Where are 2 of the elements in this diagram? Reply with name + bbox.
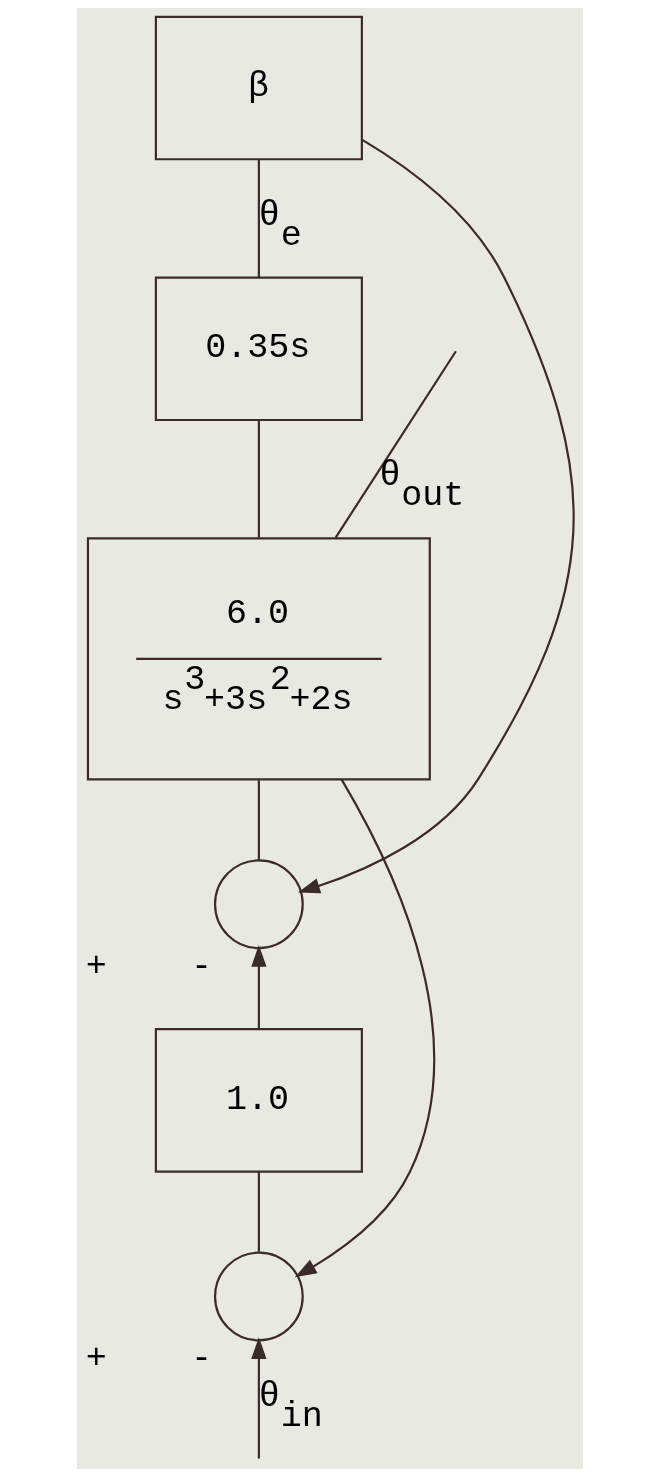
node-label: + -	[85, 1339, 212, 1380]
node-label: + -	[85, 947, 212, 988]
